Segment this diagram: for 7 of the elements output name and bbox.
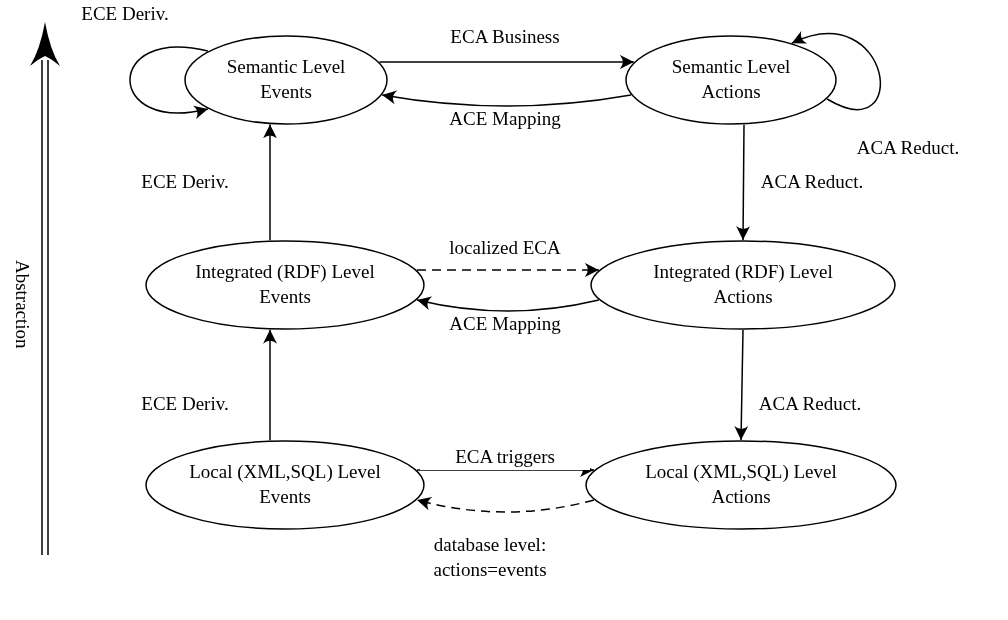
node-label: Integrated (RDF) Level Events [194, 260, 376, 309]
node-label: Integrated (RDF) Level Actions [652, 260, 834, 309]
node-label: Semantic Level Events [225, 55, 347, 104]
axis-label: Abstraction [11, 258, 35, 351]
node-label: Semantic Level Actions [670, 55, 792, 104]
node-label: Local (XML,SQL) Level Actions [644, 460, 838, 509]
node-label: Local (XML,SQL) Level Events [188, 460, 382, 509]
